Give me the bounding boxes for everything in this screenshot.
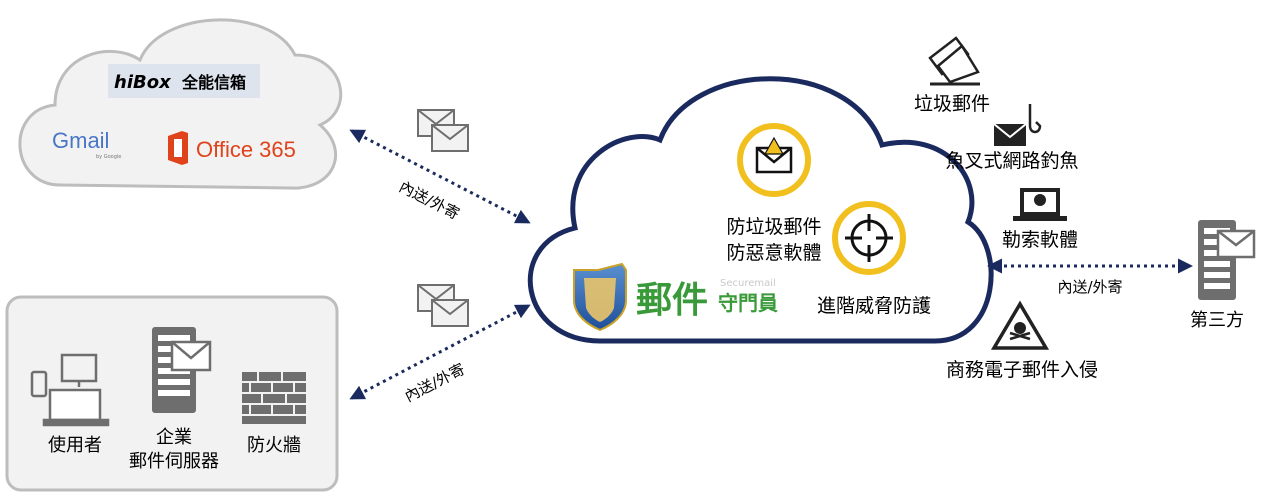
third-party-server-icon <box>1198 220 1256 300</box>
firewall-icon <box>242 372 306 424</box>
server-label-line2: 郵件伺服器 <box>129 451 219 472</box>
office365-text: Office 365 <box>196 137 296 162</box>
server-label-line1: 企業 <box>156 427 192 448</box>
central-cloud <box>527 76 994 344</box>
mail-envelopes-lower <box>417 284 469 327</box>
antispam-badge <box>737 123 811 197</box>
spam-icon <box>928 36 980 86</box>
gmail-logo-sub: by Google <box>96 154 121 160</box>
lower-link-label: 內送/外寄 <box>402 360 468 406</box>
ransomware-icon <box>1013 188 1067 221</box>
hibox-logo: hiBox 全能信箱 <box>108 64 260 98</box>
upper-left-link-arrow <box>349 129 531 224</box>
bec-label: 商務電子郵件入侵 <box>946 359 1098 381</box>
gmail-logo-text: Gmail <box>52 128 109 153</box>
brand-en-text: Securemail <box>720 278 776 289</box>
users-devices-icon <box>30 353 110 427</box>
advanced-protection-label: 進階威脅防護 <box>817 295 931 317</box>
mail-server-icon <box>152 327 212 413</box>
advanced-threat-target-icon <box>832 201 906 275</box>
hibox-service-name: 全能信箱 <box>181 73 246 92</box>
bec-skull-warning-icon <box>990 300 1050 350</box>
server-envelope-icon <box>170 340 212 372</box>
lower-left-link-arrow <box>349 304 531 400</box>
users-label: 使用者 <box>48 435 102 456</box>
firewall-label: 防火牆 <box>247 435 301 456</box>
right-link-label: 內送/外寄 <box>1057 278 1122 296</box>
antispam-label-2: 防惡意軟體 <box>726 242 821 264</box>
phishing-icon <box>993 104 1042 146</box>
envelope-warning-icon <box>755 136 793 174</box>
antispam-label-1: 防垃圾郵件 <box>726 216 821 238</box>
securemail-logo: 郵件 守門員 Securemail <box>573 262 778 332</box>
third-party-envelope-icon <box>1216 229 1256 259</box>
ransomware-label: 勒索軟體 <box>1002 229 1078 251</box>
office365-logo: Office 365 <box>168 131 296 165</box>
spam-label: 垃圾郵件 <box>914 93 990 115</box>
brand-sub-text: 守門員 <box>718 291 778 315</box>
third-party-label: 第三方 <box>1190 310 1244 331</box>
provider-cloud <box>18 18 343 190</box>
mail-envelopes-upper <box>417 109 469 152</box>
hibox-logo-text: hiBox <box>114 72 172 93</box>
office-icon <box>168 131 188 165</box>
gmail-logo: Gmail by Google <box>52 128 121 160</box>
brand-main-text: 郵件 <box>636 280 708 321</box>
phishing-label: 魚叉式網路釣魚 <box>945 150 1078 172</box>
